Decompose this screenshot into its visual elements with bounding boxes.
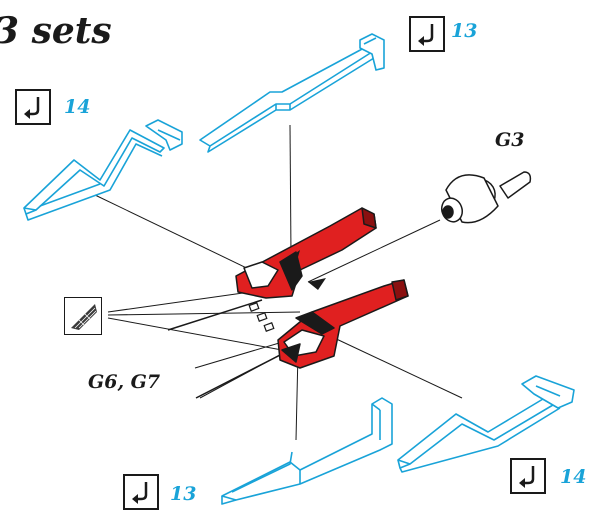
part-label-g6-g7: G6, G7 [88,371,161,393]
blue-part-bottom-right [397,375,575,473]
leader-top-right [289,124,292,257]
rods [167,299,291,399]
step-badge-bottom-left [123,474,159,510]
hatch-swatch [71,304,97,330]
part-label-g3: G3 [495,129,525,151]
blue-part-bottom-left [221,397,393,505]
step-number-top-left: 14 [64,96,91,118]
rod-lower [195,349,291,399]
fold-arrow-icon [132,482,148,504]
small-tabs [248,302,275,332]
arrowheads [292,250,326,290]
page-title: 3 sets [0,10,112,52]
blue-part-top-right [199,33,385,153]
leader-lines [94,124,463,441]
step-badge-top-left [15,89,51,125]
arrowhead-top [292,250,300,264]
red-part-lower [277,279,409,369]
leader-texture-2 [107,311,301,316]
arrowhead-g3 [308,278,326,290]
leader-g3 [307,219,441,283]
cap-part-g3 [440,171,532,224]
fold-arrow-icon [519,466,535,488]
red-part-upper [235,207,377,299]
leader-texture-1 [107,291,251,313]
step-number-top-right: 13 [451,20,478,42]
step-number-bottom-right: 14 [560,466,587,488]
leader-texture-3 [107,317,283,351]
leader-bottom-right [329,335,463,399]
hatch-texture-icon [64,297,102,335]
step-number-bottom-left: 13 [170,483,197,505]
step-badge-top-right [409,16,445,52]
fold-arrow-icon [24,97,40,119]
leader-top-left [94,194,256,273]
blue-part-top-left [23,119,183,221]
fold-arrow-icon [418,24,434,46]
rod-upper [167,299,263,331]
step-badge-bottom-right [510,458,546,494]
